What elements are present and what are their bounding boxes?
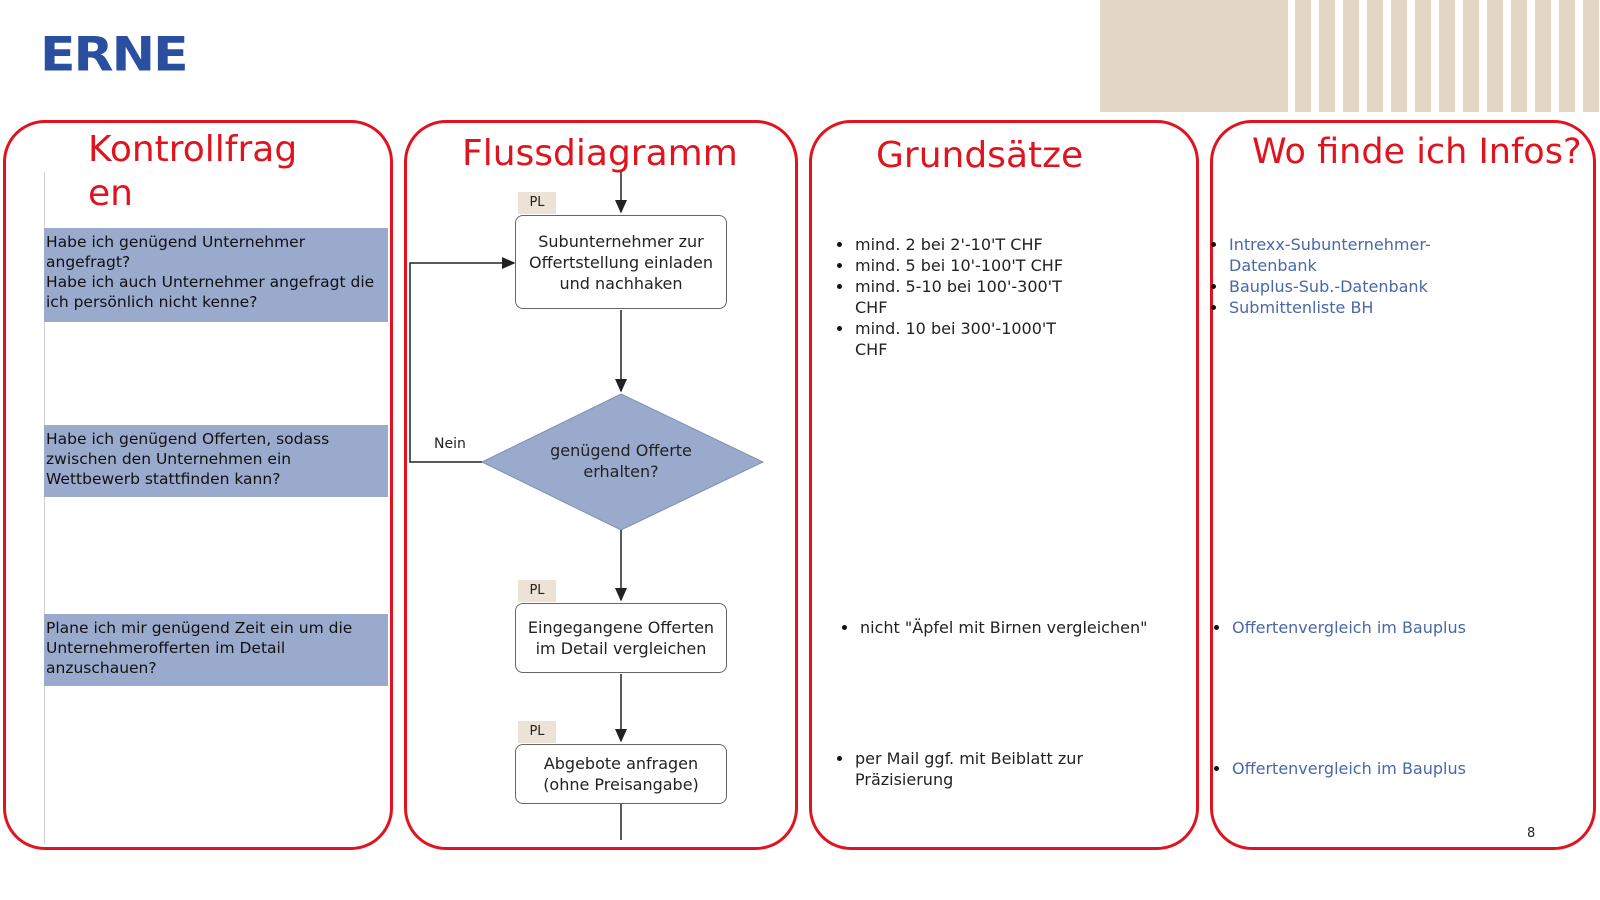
panel-flussdiagramm <box>404 120 798 850</box>
no-branch-label: Nein <box>434 436 466 452</box>
info-link[interactable]: Submittenliste BH <box>1207 297 1457 318</box>
panel-infos <box>1210 120 1596 850</box>
infos-list-databases: Intrexx-Subunternehmer-Datenbank Bauplus… <box>1207 234 1457 318</box>
grundsaetze-list-thresholds: mind. 2 bei 2'-10'T CHF mind. 5 bei 10'-… <box>833 234 1073 360</box>
list-item: per Mail ggf. mit Beiblatt zur Präzisier… <box>833 748 1103 790</box>
panel-title-kontrollfragen: Kontrollfragen <box>88 129 298 214</box>
panel-grundsaetze <box>809 120 1199 850</box>
infos-list-offertenvergleich-2: Offertenvergleich im Bauplus <box>1210 758 1530 779</box>
page-number: 8 <box>1527 826 1536 841</box>
erne-logo: ERNE <box>40 28 189 83</box>
decision-label: genügend Offerte erhalten? <box>550 441 692 481</box>
info-link[interactable]: Offertenvergleich im Bauplus <box>1210 758 1530 779</box>
question-box: Plane ich mir genügend Zeit ein um die U… <box>44 614 388 686</box>
info-link[interactable]: Intrexx-Subunternehmer-Datenbank <box>1207 234 1457 276</box>
divider-line <box>44 172 45 844</box>
grundsaetze-list-compare: nicht "Äpfel mit Birnen vergleichen" <box>838 617 1178 638</box>
role-tag-pl: PL <box>518 580 556 602</box>
role-tag-pl: PL <box>518 192 556 214</box>
role-tag-pl: PL <box>518 721 556 743</box>
list-item: mind. 5 bei 10'-100'T CHF <box>833 255 1073 276</box>
question-box: Habe ich genügend Offerten, sodass zwisc… <box>44 425 388 497</box>
grundsaetze-list-mail: per Mail ggf. mit Beiblatt zur Präzisier… <box>833 748 1103 790</box>
panel-title-flussdiagramm: Flussdiagramm <box>462 133 738 174</box>
flow-step-request: Abgebote anfragen (ohne Preisangabe) <box>515 744 727 804</box>
list-item: mind. 2 bei 2'-10'T CHF <box>833 234 1073 255</box>
list-item: mind. 5-10 bei 100'-300'T CHF <box>833 276 1073 318</box>
decorative-stripes <box>1100 0 1599 112</box>
list-item: nicht "Äpfel mit Birnen vergleichen" <box>838 617 1178 638</box>
flow-step-invite: Subunternehmer zur Offertstellung einlad… <box>515 215 727 309</box>
panel-title-grundsaetze: Grundsätze <box>876 135 1084 176</box>
info-link[interactable]: Bauplus-Sub.-Datenbank <box>1207 276 1457 297</box>
infos-list-offertenvergleich: Offertenvergleich im Bauplus <box>1210 617 1530 638</box>
info-link[interactable]: Offertenvergleich im Bauplus <box>1210 617 1530 638</box>
panel-title-infos: Wo finde ich Infos? <box>1252 132 1582 172</box>
question-box: Habe ich genügend Unternehmer angefragt?… <box>44 228 388 322</box>
flow-step-compare: Eingegangene Offerten im Detail vergleic… <box>515 603 727 673</box>
panel-kontrollfragen <box>3 120 393 850</box>
list-item: mind. 10 bei 300'-1000'T CHF <box>833 318 1073 360</box>
